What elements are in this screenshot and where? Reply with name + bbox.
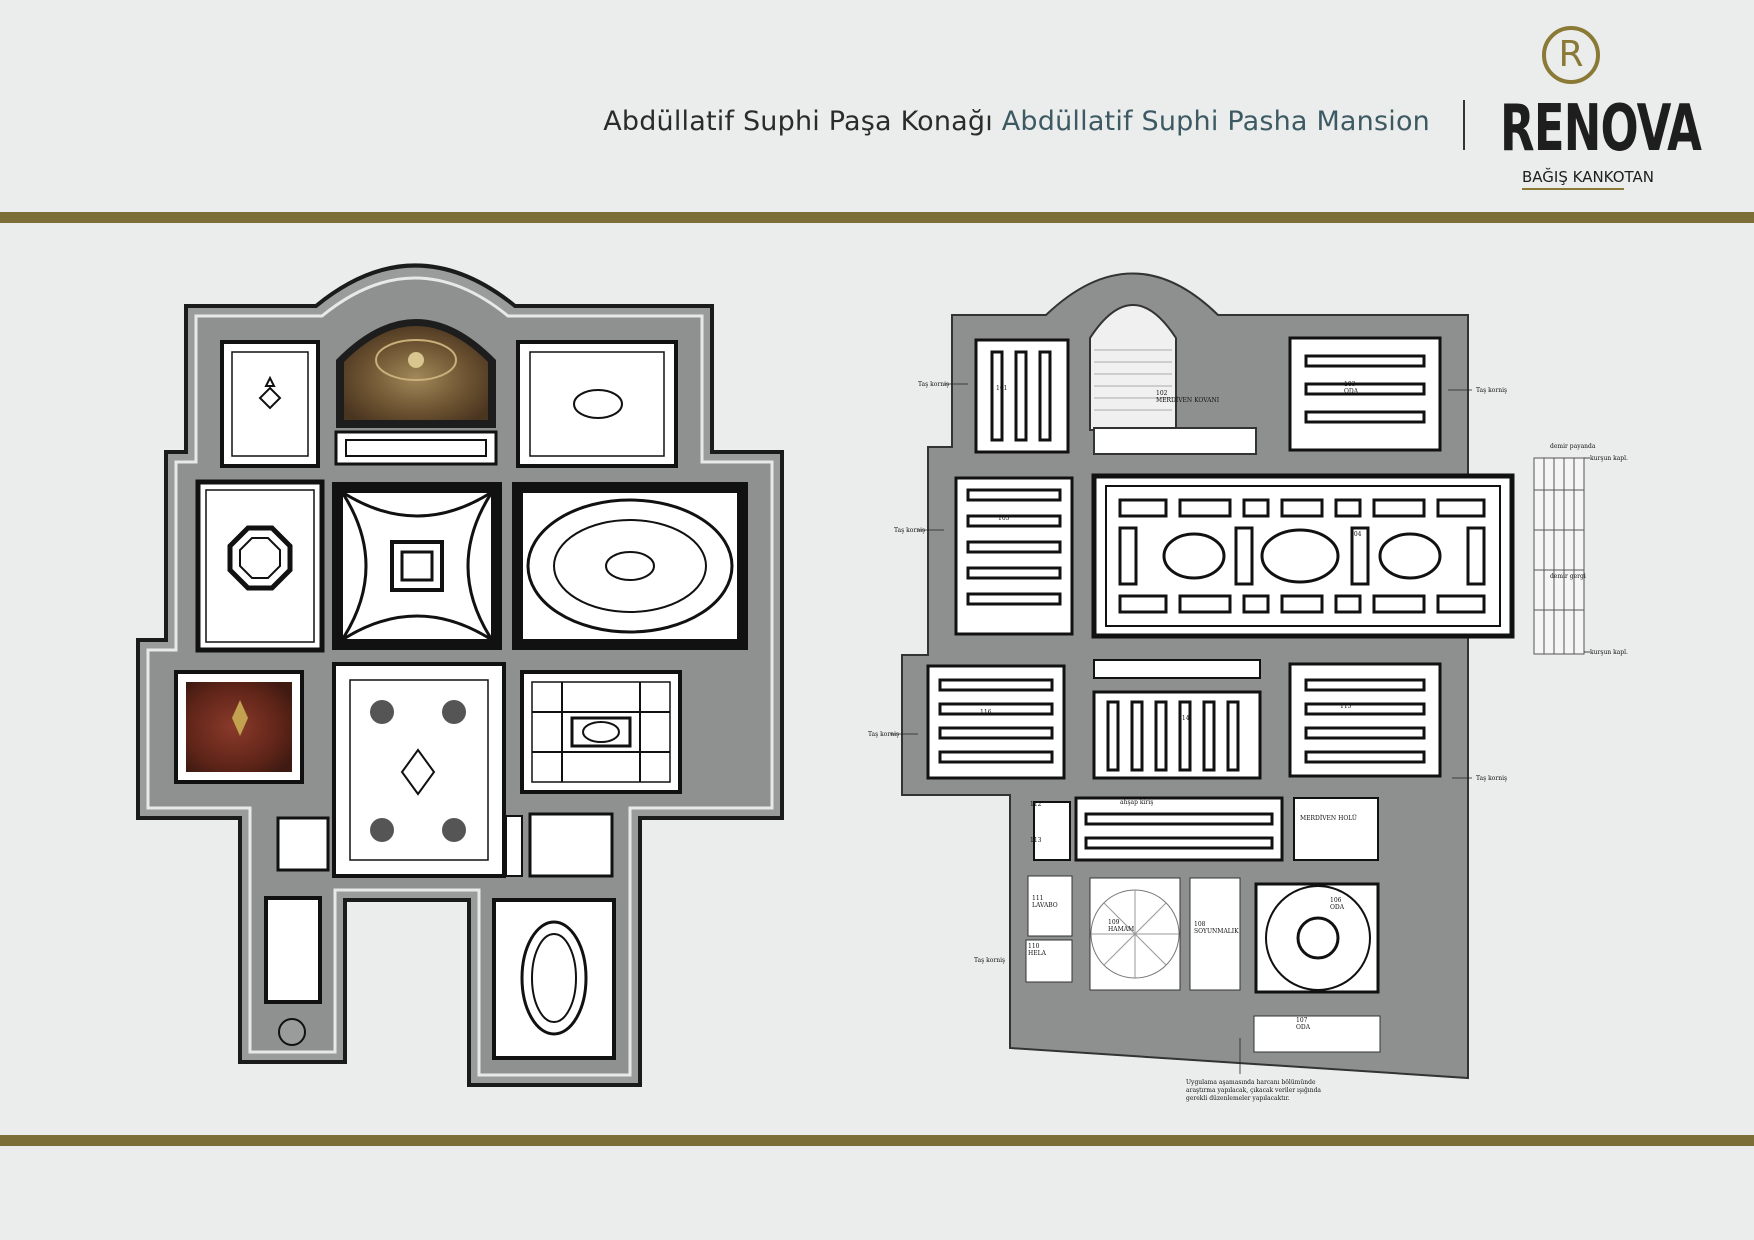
annotation-tas-kornis-5: Taş korniş [1476, 775, 1507, 782]
annotation-kurpun-2: kurşun kapl. [1590, 649, 1628, 656]
renova-logo: R RENOVA BAĞIŞ KANKOTAN [1480, 22, 1702, 194]
room-label-103-name: ODA [1344, 388, 1359, 395]
room-label-114: 114 [1178, 715, 1190, 722]
room-label-110: 110 [1028, 943, 1040, 950]
leader-lines [890, 383, 1590, 1074]
annotation-tas-kornis-2: Taş korniş [1476, 387, 1507, 394]
room-label-109-name: HAMAM [1108, 926, 1134, 933]
title-turkish: Abdüllatif Suphi Paşa Konağı [603, 106, 993, 137]
construction-note-line1: Uygulama aşamasında harcanı bölümünde [1186, 1079, 1316, 1086]
room-label-108: 108 [1194, 921, 1206, 928]
rendered-ceiling-plan [136, 263, 784, 1087]
room-label-113: 113 [1030, 837, 1042, 844]
construction-note-line2: araştırma yapılacak, çıkacak veriler ışı… [1186, 1087, 1321, 1094]
room-label-111-name: LAVABO [1032, 902, 1058, 909]
room-label-109: 109 [1108, 919, 1120, 926]
annotation-tas-kornis-6: Taş korniş [974, 957, 1005, 964]
room-label-102: 102 [1156, 390, 1168, 397]
room-label-111: 111 [1032, 895, 1043, 902]
annotation-tas-kornis-3: Taş korniş [894, 527, 925, 534]
room-label-106-name: ODA [1330, 904, 1345, 911]
room-label-107-name: ODA [1296, 1024, 1311, 1031]
technical-ceiling-plan [901, 272, 1585, 1080]
room-label-108-name: SOYUNMALIK [1194, 928, 1239, 935]
room-labels: 101 102 MERDİVEN KOVANI 103 ODA 104 105 … [868, 381, 1628, 1102]
bottom-band [0, 1135, 1754, 1146]
room-label-104: 104 [1350, 531, 1362, 538]
top-band [0, 212, 1754, 223]
room-label-112: 112 [1030, 801, 1042, 808]
room-label-106: 106 [1330, 897, 1342, 904]
room-label-117-name: MERDİVEN HOLÜ [1300, 815, 1357, 822]
room-label-105: 105 [998, 515, 1010, 522]
logo-monogram-letter: R [1558, 34, 1584, 75]
annotation-demir-gergi: demir gergi [1550, 573, 1586, 580]
annotation-ahsap-kiris: ahşap kiriş [1120, 799, 1153, 806]
room-label-107: 107 [1296, 1017, 1308, 1024]
annotation-tas-kornis-4: Taş korniş [868, 731, 899, 738]
logo-subtitle: BAĞIŞ KANKOTAN [1522, 168, 1654, 190]
room-label-110-name: HELA [1028, 950, 1047, 957]
room-label-101: 101 [996, 385, 1007, 392]
annotation-demir-payanda: demir payanda [1550, 443, 1596, 450]
room-label-115: 115 [1340, 703, 1352, 710]
page-title: Abdüllatif Suphi Paşa Konağı Abdüllatif … [603, 106, 1430, 137]
annotation-kurpun-1: kurşun kapl. [1590, 455, 1628, 462]
room-label-116: 116 [980, 709, 992, 716]
room-label-103: 103 [1344, 381, 1356, 388]
annotation-tas-kornis-1: Taş korniş [918, 381, 949, 388]
construction-note-line3: gerekli düzenlemeler yapılacaktır. [1186, 1095, 1290, 1102]
room-label-102-name: MERDİVEN KOVANI [1156, 397, 1220, 404]
logo-monogram: R [1542, 26, 1600, 84]
title-english: Abdüllatif Suphi Pasha Mansion [1001, 106, 1430, 137]
header-separator [1463, 100, 1465, 150]
